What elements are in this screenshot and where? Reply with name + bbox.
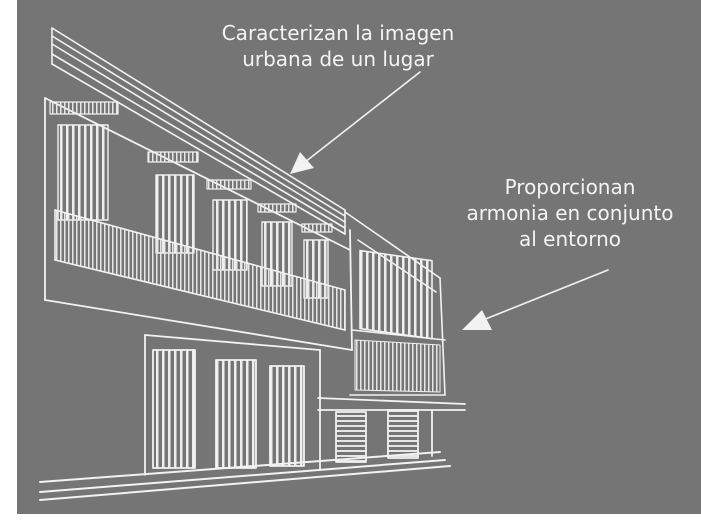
- arrow-right-head: [462, 310, 492, 330]
- balustrade: [54, 209, 346, 331]
- annotation-right-line-3: al entorno: [518, 227, 621, 251]
- arrow-top-head: [290, 152, 314, 174]
- annotation-top: Caracterizan la imagen urbana de un luga…: [168, 20, 508, 72]
- annotation-top-line-2: urbana de un lugar: [242, 47, 434, 71]
- annotation-right: Proporcionan armonia en conjunto al ento…: [420, 174, 701, 252]
- side-block: [344, 211, 446, 396]
- annotation-right-line-1: Proporcionan: [504, 175, 636, 199]
- annotation-right-line-2: armonia en conjunto: [466, 201, 674, 225]
- ground-floor: [144, 334, 466, 476]
- annotation-top-line-1: Caracterizan la imagen: [221, 21, 455, 45]
- window-hoods: [49, 101, 333, 233]
- arrow-top: [299, 71, 421, 167]
- cornice-lines: [51, 27, 346, 235]
- arrow-right: [477, 269, 609, 323]
- sidewalk: [39, 451, 451, 501]
